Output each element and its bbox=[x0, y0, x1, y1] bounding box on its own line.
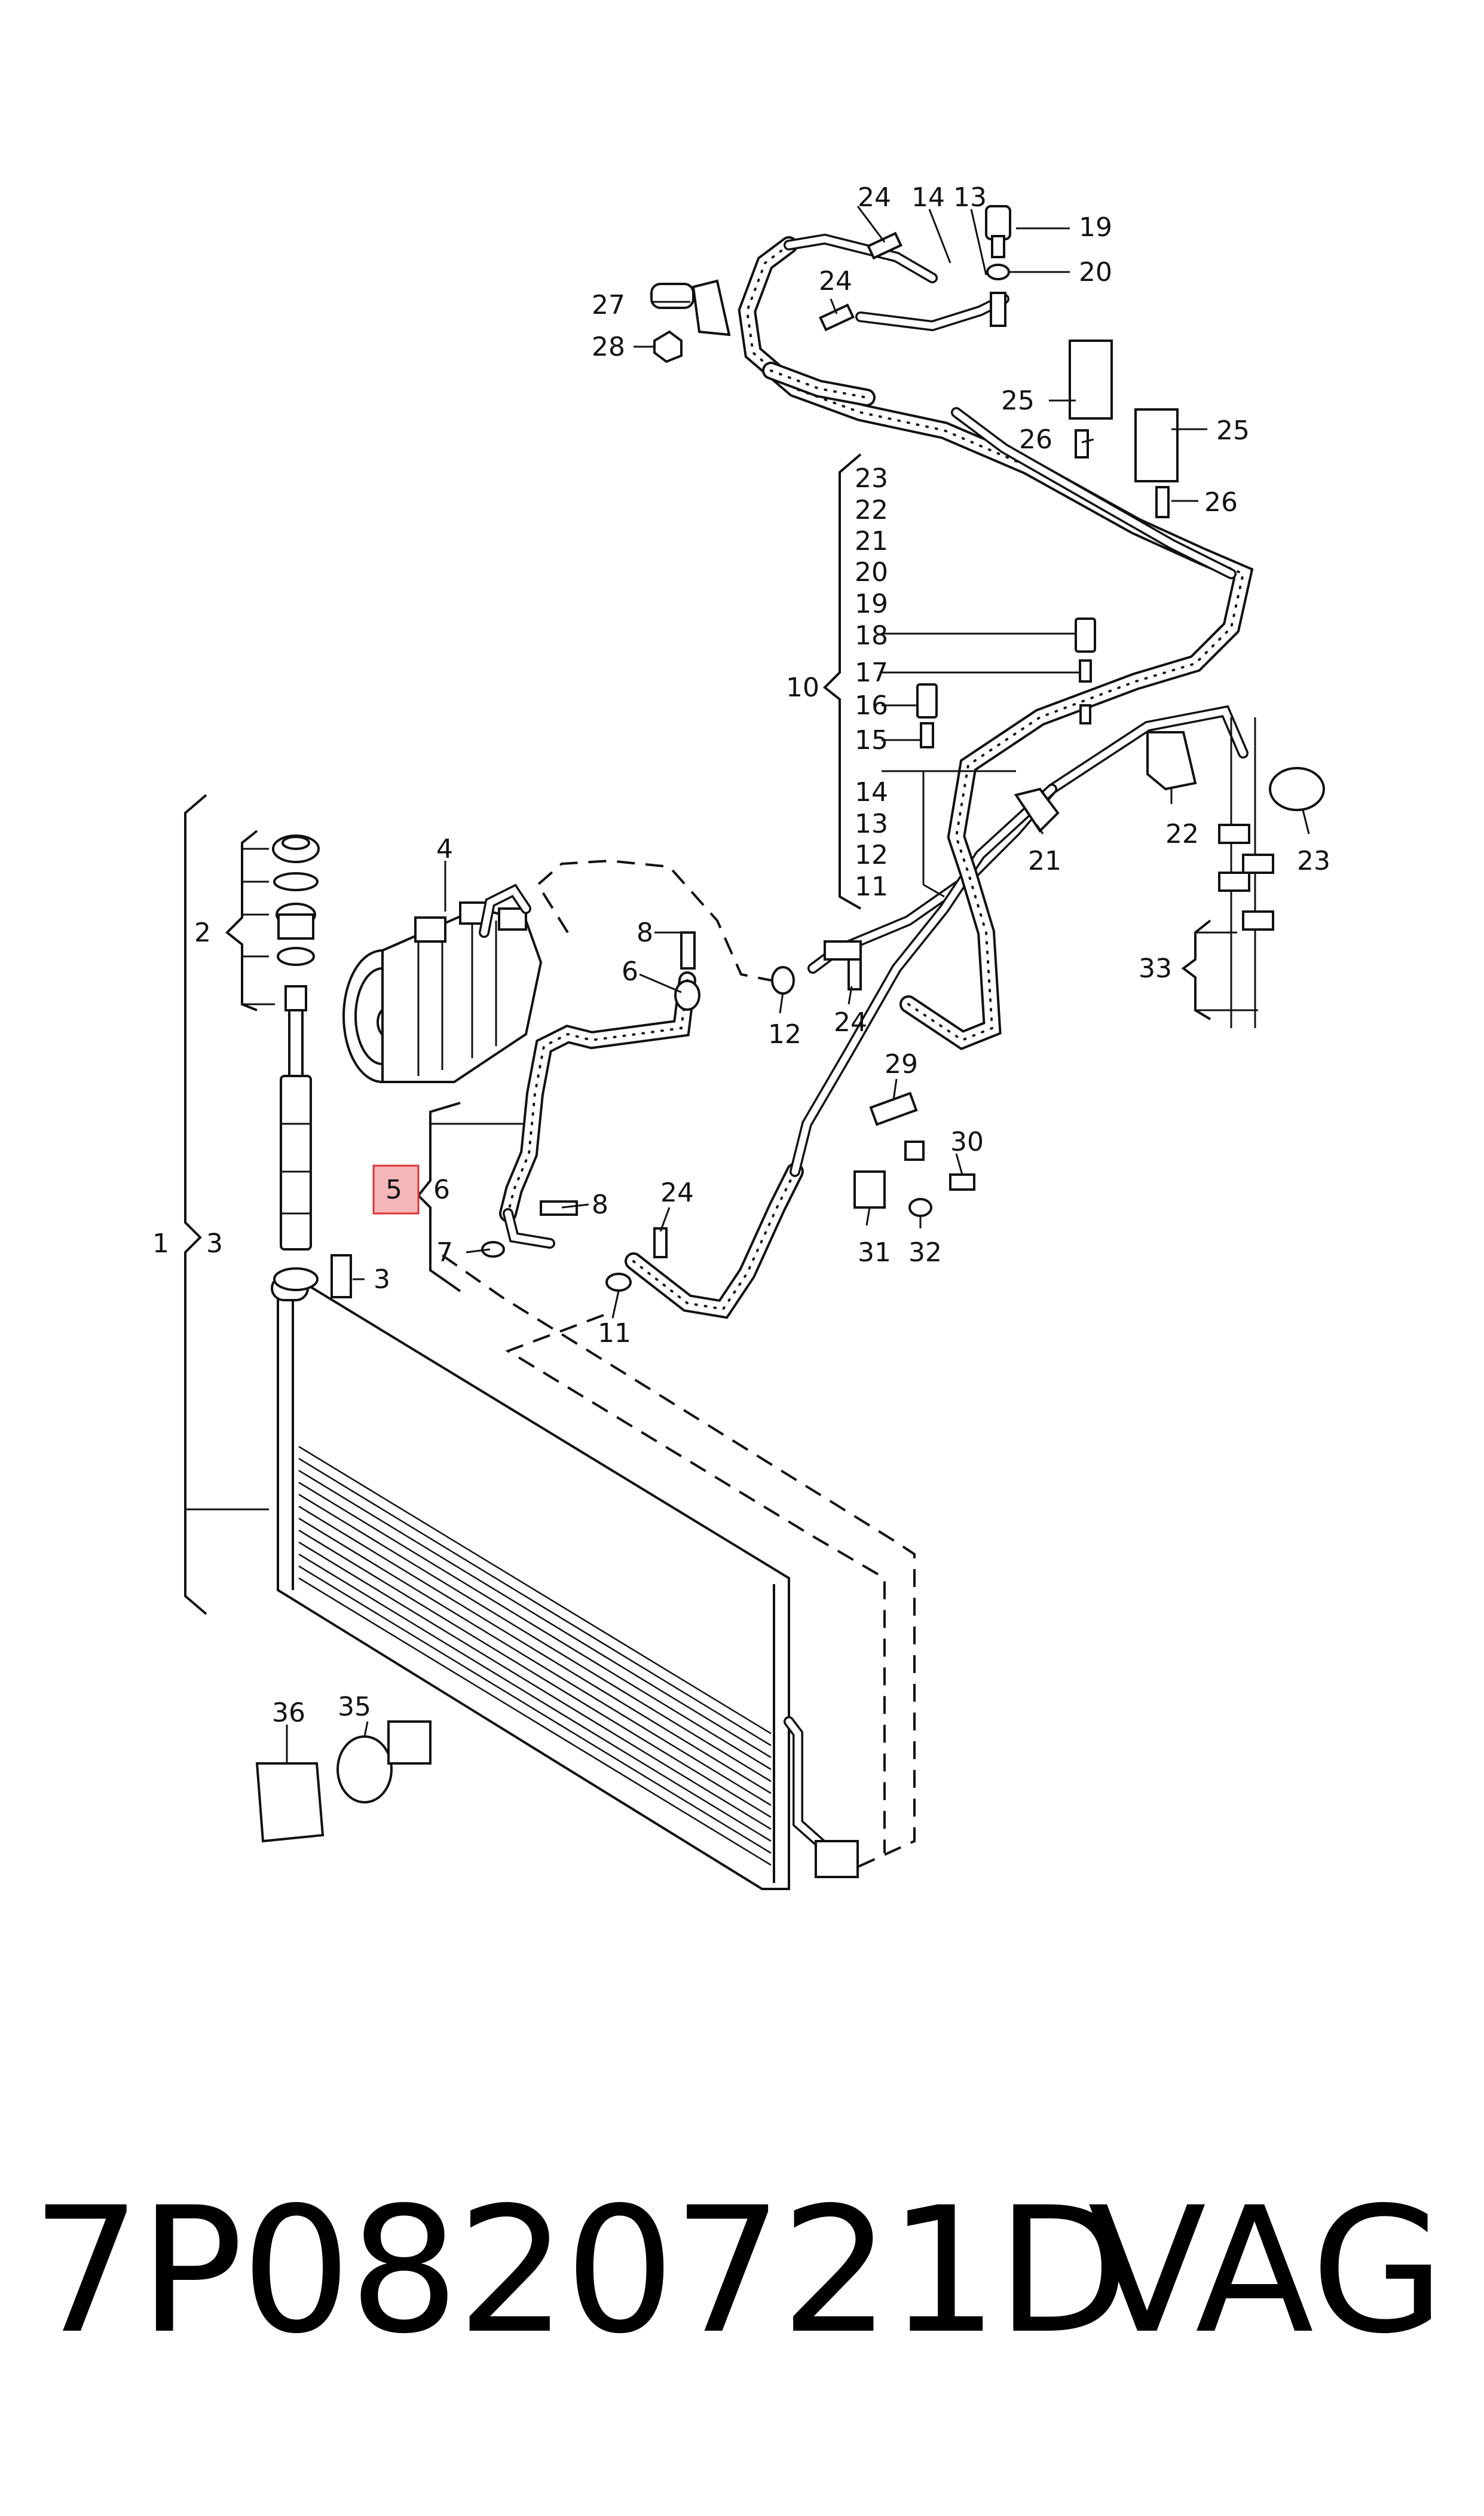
pressure-switch-35 bbox=[336, 1735, 393, 1803]
bracket-10 bbox=[823, 453, 862, 910]
callout-35: 35 bbox=[338, 1692, 371, 1722]
fitting-18 bbox=[1075, 617, 1096, 653]
bracket-33 bbox=[1181, 919, 1211, 1020]
callout-labels: 1 3 2 3 4 5 6 6 7 8 8 11 12 24 24 29 30 … bbox=[152, 182, 1330, 1728]
switch-19 bbox=[985, 205, 1011, 240]
callout-24-top-mid: 24 bbox=[819, 266, 852, 296]
callout-8-top: 8 bbox=[637, 918, 653, 948]
callout-29: 29 bbox=[885, 1049, 918, 1080]
callout-25-right: 25 bbox=[1216, 415, 1250, 446]
callout-28: 28 bbox=[592, 332, 625, 362]
seal-23 bbox=[1269, 767, 1325, 811]
callout-3-right: 3 bbox=[374, 1264, 390, 1295]
callout-6-hose: 6 bbox=[433, 1175, 450, 1205]
callout-11-list: 11 bbox=[855, 872, 888, 902]
dashed-outline-lower bbox=[441, 1254, 916, 1872]
callout-12-list: 12 bbox=[855, 840, 888, 870]
callout-30: 30 bbox=[950, 1127, 984, 1157]
callout-21-list: 21 bbox=[855, 526, 888, 557]
callout-19-list: 19 bbox=[855, 589, 888, 619]
highlight-5 bbox=[372, 1164, 420, 1215]
callout-3-left: 3 bbox=[206, 1228, 223, 1259]
callout-18: 18 bbox=[855, 620, 888, 651]
callout-5: 5 bbox=[385, 1175, 402, 1205]
part-number: 7P0820721D bbox=[31, 2170, 1130, 2372]
callout-27: 27 bbox=[592, 290, 625, 320]
callout-33: 33 bbox=[1139, 953, 1172, 984]
hose-main-top bbox=[738, 236, 1254, 1050]
callout-2: 2 bbox=[194, 918, 211, 948]
callout-26-right: 26 bbox=[1204, 487, 1238, 518]
callout-19-top: 19 bbox=[1079, 212, 1112, 243]
callout-13-list: 13 bbox=[855, 809, 888, 839]
o-ring-20 bbox=[986, 264, 1010, 280]
bracket-2 bbox=[225, 830, 258, 1011]
callout-24-top-left: 24 bbox=[858, 182, 891, 213]
callout-10: 10 bbox=[786, 672, 819, 703]
callout-6-top: 6 bbox=[622, 956, 638, 987]
fitting-31 bbox=[853, 1170, 886, 1209]
callout-26-left: 26 bbox=[1019, 424, 1052, 455]
callout-25-left: 25 bbox=[1001, 386, 1035, 416]
condenser bbox=[271, 1275, 859, 1890]
callout-20-list: 20 bbox=[855, 557, 888, 588]
ac-system-exploded-diagram: 1 3 2 3 4 5 6 6 7 8 8 11 12 24 24 29 30 … bbox=[152, 182, 1330, 1890]
callout-13-top: 13 bbox=[953, 182, 987, 213]
brand-name: VAG bbox=[1088, 2170, 1445, 2372]
clip-22 bbox=[1146, 731, 1197, 791]
gasket-36 bbox=[255, 1762, 325, 1843]
callout-32: 32 bbox=[908, 1237, 942, 1268]
callout-16: 16 bbox=[855, 690, 888, 721]
dashed-outline-upper bbox=[536, 859, 772, 982]
callout-22: 22 bbox=[1165, 819, 1199, 849]
leader-lines bbox=[286, 206, 1310, 1763]
callout-14-top: 14 bbox=[911, 182, 945, 213]
callout-8-bottom: 8 bbox=[592, 1190, 608, 1220]
clip-21 bbox=[1014, 787, 1060, 833]
callout-22-list: 22 bbox=[855, 495, 888, 525]
callout-4: 4 bbox=[436, 834, 453, 864]
callout-36: 36 bbox=[272, 1698, 305, 1728]
callout-7: 7 bbox=[436, 1237, 453, 1268]
callout-12-mid: 12 bbox=[768, 1019, 801, 1050]
bracket-29 bbox=[869, 1092, 918, 1126]
callout-21: 21 bbox=[1028, 846, 1061, 876]
callout-17: 17 bbox=[855, 658, 888, 688]
callout-31: 31 bbox=[858, 1237, 891, 1268]
clamp-25a bbox=[1069, 340, 1113, 420]
compressor bbox=[342, 901, 543, 1083]
callout-1: 1 bbox=[152, 1228, 169, 1259]
nut-28 bbox=[653, 330, 683, 363]
callout-23: 23 bbox=[1297, 846, 1330, 876]
callout-14-list: 14 bbox=[855, 777, 888, 808]
fitting-8-bottom bbox=[540, 1200, 578, 1216]
callout-20-top: 20 bbox=[1079, 257, 1112, 288]
clip-27 bbox=[650, 283, 694, 309]
fitting-16 bbox=[916, 683, 938, 719]
callout-24-lower: 24 bbox=[660, 1178, 694, 1208]
callout-15: 15 bbox=[855, 725, 888, 756]
callout-11-bottom: 11 bbox=[598, 1318, 631, 1349]
bracket-1 bbox=[184, 794, 207, 1615]
callout-23-list: 23 bbox=[855, 463, 888, 494]
receiver-dryer bbox=[272, 834, 352, 1298]
callout-24-mid: 24 bbox=[834, 1007, 867, 1038]
fitting-8-top bbox=[680, 931, 696, 970]
